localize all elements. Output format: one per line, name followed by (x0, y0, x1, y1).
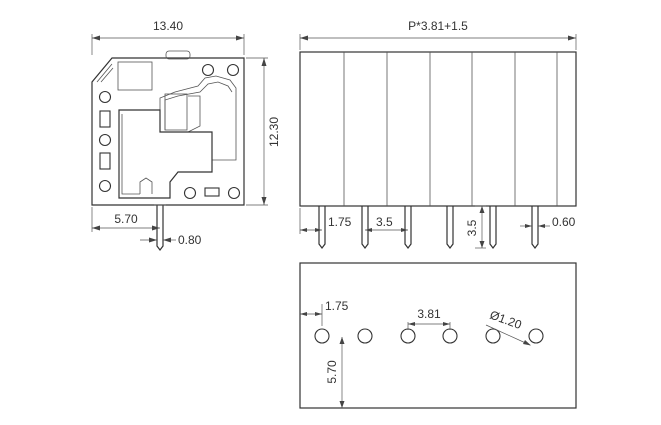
chamfer-mark (96, 63, 114, 83)
front-view-body (299, 51, 577, 207)
pcb-hole (357, 328, 373, 344)
arrow-head (149, 237, 157, 243)
top-hole (201, 63, 215, 77)
arrow-head (408, 322, 415, 326)
arrow-head (315, 228, 322, 232)
dim-pin-thickness-label: 0.60 (552, 215, 576, 229)
arrow-head (300, 312, 307, 316)
side-hole (98, 133, 112, 147)
side-slot (99, 152, 111, 170)
arrow-head (523, 340, 531, 346)
front-pin (531, 206, 539, 249)
dim-width-label: 13.40 (153, 19, 183, 33)
arrow-head (443, 322, 450, 326)
dim-pcb-edge-label: 1.75 (325, 299, 349, 313)
front-view-dimensions: P*3.81+1.5 1.75 3.5 3.5 0.60 (299, 19, 577, 249)
side-view-body-outline (91, 57, 245, 206)
dim-height-label: 12.30 (267, 117, 281, 147)
pcb-hole (485, 328, 501, 344)
top-latch (165, 50, 191, 60)
leader-line-hole (485, 324, 531, 346)
dim-pin-gap-label: 3.5 (376, 215, 393, 229)
arrow-head (339, 401, 345, 408)
arrow-head (315, 312, 322, 316)
dim-pin-width-label: 0.80 (178, 233, 202, 247)
inner-cavity-line (121, 114, 140, 195)
pcb-hole (528, 328, 544, 344)
side-hole (98, 90, 112, 104)
arrow-head (300, 228, 307, 232)
arrow-head (479, 206, 485, 213)
dim-pin-length-label: 3.5 (465, 219, 479, 236)
arrow-head (525, 224, 532, 228)
pcb-footprint-outline (299, 262, 577, 409)
bottom-slot (204, 187, 220, 197)
arrow-head (339, 337, 345, 344)
arrow-head (163, 237, 171, 243)
pcb-hole (400, 328, 416, 344)
front-pin (446, 206, 454, 249)
pcb-layout-dimensions: 1.75 3.81 Ø1.20 5.70 (300, 299, 531, 408)
arrow-head (152, 225, 160, 231)
front-pin (361, 206, 369, 249)
arrow-head (365, 228, 372, 232)
arrow-head (538, 224, 545, 228)
clamp-plate (164, 93, 188, 131)
arrow-head (261, 58, 267, 66)
front-view (299, 51, 577, 249)
side-view (91, 50, 245, 251)
arrow-head (479, 241, 485, 248)
side-pin (156, 205, 164, 251)
arrow-head (568, 35, 576, 41)
arrow-head (401, 228, 408, 232)
arrow-head (236, 35, 244, 41)
dim-overall-label: P*3.81+1.5 (408, 19, 468, 33)
top-hole (226, 63, 240, 77)
side-hole (98, 179, 112, 193)
bottom-hole (227, 186, 241, 200)
dim-pin-offset-label: 5.70 (114, 212, 138, 226)
arrow-head (92, 35, 100, 41)
arrow-head (300, 35, 308, 41)
arrow-head (92, 225, 100, 231)
front-pin (404, 206, 412, 249)
front-pin (489, 206, 497, 249)
dim-edge-label: 1.75 (328, 215, 352, 229)
bottom-hole (183, 186, 197, 200)
contact-tab (139, 177, 153, 194)
side-view-dimensions: 13.40 12.30 5.70 0.80 (91, 19, 281, 247)
spring-lever (159, 75, 237, 161)
dim-pcb-pitch-label: 3.81 (417, 307, 441, 321)
front-pin (318, 206, 326, 249)
arrow-head (261, 197, 267, 205)
inner-cavity (118, 109, 213, 199)
pcb-layout (299, 262, 577, 409)
wire-entry-window (117, 61, 153, 91)
pcb-hole (314, 328, 330, 344)
dim-pcb-row-label: 5.70 (325, 360, 339, 384)
side-slot (99, 110, 111, 128)
pcb-hole (442, 328, 458, 344)
spring-lever-inner (164, 81, 233, 130)
clamp-plate-detail (187, 95, 201, 133)
